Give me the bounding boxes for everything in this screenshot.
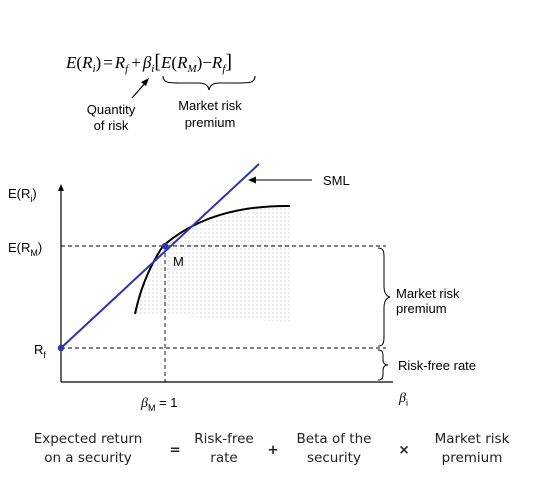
formula-sub-f2: f bbox=[222, 63, 227, 75]
formula-rf2: R bbox=[211, 53, 223, 72]
formula-rm: R bbox=[176, 53, 188, 72]
quantity-label-line2: of risk bbox=[94, 118, 129, 133]
formula-e: E bbox=[65, 53, 77, 72]
sml-label: SML bbox=[323, 173, 350, 188]
riskfree-rate-line1: Risk-free bbox=[194, 431, 253, 447]
market-premium-line1: Market risk bbox=[435, 431, 510, 447]
word-equation: Expected return on a security = Risk-fre… bbox=[34, 431, 510, 466]
erm-label: E(RM) bbox=[8, 240, 42, 258]
formula-minus: − bbox=[202, 53, 212, 72]
equals-sign: = bbox=[169, 442, 180, 458]
formula-lbracket: [ bbox=[154, 51, 161, 73]
formula-sub-i: i bbox=[92, 63, 95, 75]
right-premium-label-line1: Market risk bbox=[396, 286, 460, 301]
premium-brace bbox=[162, 75, 256, 91]
rf-point bbox=[57, 344, 65, 352]
formula-rparen2: ) bbox=[197, 53, 203, 72]
efficient-frontier bbox=[134, 204, 291, 315]
market-premium-brace bbox=[377, 247, 391, 347]
formula-r: R bbox=[81, 53, 93, 72]
y-axis-arrow bbox=[58, 184, 64, 191]
beta-m-label: βM = 1 bbox=[140, 395, 178, 413]
right-riskfree-label: Risk-free rate bbox=[398, 358, 476, 373]
feasible-region bbox=[135, 205, 290, 322]
formula-lparen2: ( bbox=[171, 53, 177, 72]
sml-arrow bbox=[248, 176, 312, 184]
y-axis-label: E(Ri) bbox=[8, 186, 37, 204]
formula-lparen: ( bbox=[76, 53, 82, 72]
formula-rbracket: ] bbox=[225, 51, 232, 73]
riskfree-brace bbox=[377, 349, 389, 381]
formula-e2: E bbox=[160, 53, 172, 72]
beta-security-line2: security bbox=[307, 450, 361, 466]
formula-beta-sub-i: i bbox=[151, 63, 154, 75]
rf-label: Rf bbox=[34, 342, 46, 360]
formula-plus: + bbox=[131, 53, 141, 72]
capm-formula: E(Ri)=Rf+βi[E(RM)−Rf] bbox=[65, 51, 232, 75]
sml-line bbox=[60, 163, 260, 349]
riskfree-rate-line2: rate bbox=[210, 450, 237, 466]
formula-sub-m: M bbox=[186, 63, 197, 75]
premium-label-line2: premium bbox=[185, 115, 236, 130]
times-sign: × bbox=[398, 442, 409, 458]
formula-sub-f: f bbox=[125, 63, 130, 75]
market-premium-line2: premium bbox=[442, 450, 503, 466]
formula-beta: β bbox=[142, 53, 152, 72]
x-axis-label: βi bbox=[398, 391, 408, 408]
guides bbox=[61, 245, 386, 382]
svg-text:E(Ri)=Rf+βi[E(RM)−Rf]: E(Ri)=Rf+βi[E(RM)−Rf] bbox=[65, 51, 232, 75]
premium-label-line1: Market risk bbox=[178, 98, 242, 113]
market-point-label: M bbox=[173, 254, 184, 269]
expected-return-line1: Expected return bbox=[34, 431, 143, 447]
expected-return-line2: on a security bbox=[44, 450, 132, 466]
formula-rparen: ) bbox=[96, 53, 102, 72]
beta-security-line1: Beta of the bbox=[297, 431, 372, 447]
right-premium-label-line2: premium bbox=[396, 301, 447, 316]
formula-equals: = bbox=[103, 53, 113, 72]
formula-rf: R bbox=[114, 53, 126, 72]
quantity-arrow bbox=[131, 78, 149, 99]
plus-sign: + bbox=[267, 442, 278, 458]
quantity-label-line1: Quantity bbox=[87, 102, 136, 117]
market-point bbox=[161, 242, 169, 250]
